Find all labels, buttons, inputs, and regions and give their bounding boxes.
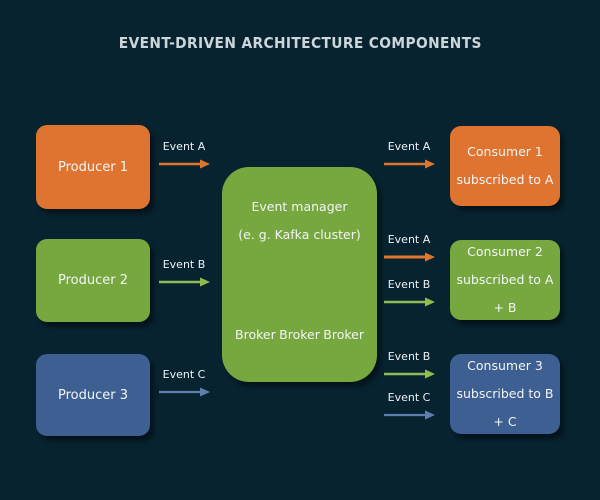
- arrow-producer1-eventA: Event A: [158, 140, 210, 170]
- arrow-eventA-icon: [384, 252, 435, 262]
- consumer-3-box: Consumer 3 subscribed to B + C: [450, 354, 560, 434]
- consumer-1-name: Consumer 1: [467, 144, 543, 159]
- arrow-label-eventA: Event A: [387, 233, 431, 246]
- event-manager-box: Event manager (e. g. Kafka cluster) Brok…: [222, 167, 377, 382]
- arrow-label-eventC: Event C: [162, 368, 206, 381]
- arrow-manager-consumer1-eventA: Event A: [383, 140, 435, 170]
- arrow-manager-consumer2-eventA: Event A: [383, 233, 435, 263]
- producer-1-box: Producer 1: [36, 125, 150, 209]
- arrow-label-eventB: Event B: [387, 278, 431, 291]
- event-manager-subtitle: (e. g. Kafka cluster): [238, 227, 361, 242]
- event-manager-title: Event manager: [251, 199, 348, 214]
- consumer-2-box: Consumer 2 subscribed to A + B: [450, 240, 560, 320]
- arrow-manager-consumer3-eventC: Event C: [383, 391, 435, 421]
- producer-1-label: Producer 1: [57, 159, 128, 175]
- consumer-2-subscription: subscribed to A + B: [456, 272, 554, 315]
- arrow-eventC-icon: [384, 410, 435, 420]
- producer-3-label: Producer 3: [57, 387, 128, 403]
- broker-3-label: Broker: [323, 327, 364, 342]
- consumer-2-name: Consumer 2: [467, 244, 543, 259]
- arrow-eventA-icon: [159, 159, 210, 169]
- arrow-label-eventB: Event B: [387, 350, 431, 363]
- arrow-eventA-icon: [384, 159, 435, 169]
- arrow-producer3-eventC: Event C: [158, 368, 210, 398]
- consumer-3-subscription: subscribed to B + C: [456, 386, 554, 429]
- producer-3-box: Producer 3: [36, 354, 150, 436]
- broker-row: Broker Broker Broker: [222, 327, 377, 342]
- producer-2-label: Producer 2: [57, 273, 128, 288]
- broker-2-label: Broker: [279, 327, 320, 342]
- arrow-label-eventB: Event B: [162, 258, 206, 271]
- arrow-eventB-icon: [159, 277, 210, 287]
- consumer-1-box: Consumer 1 subscribed to A: [450, 126, 560, 206]
- consumer-3-name: Consumer 3: [467, 358, 543, 373]
- arrow-label-eventC: Event C: [387, 391, 431, 404]
- diagram-title: EVENT-DRIVEN ARCHITECTURE COMPONENTS: [0, 34, 600, 52]
- arrow-eventC-icon: [159, 387, 210, 397]
- arrow-label-eventA: Event A: [162, 140, 206, 153]
- consumer-1-subscription: subscribed to A: [456, 172, 554, 187]
- arrow-label-eventA: Event A: [387, 140, 431, 153]
- arrow-eventB-icon: [384, 297, 435, 307]
- producer-2-box: Producer 2: [36, 239, 150, 322]
- broker-1-label: Broker: [235, 327, 276, 342]
- arrow-producer2-eventB: Event B: [158, 258, 210, 288]
- arrow-manager-consumer3-eventB: Event B: [383, 350, 435, 380]
- diagram-title-text: EVENT-DRIVEN ARCHITECTURE COMPONENTS: [118, 34, 482, 52]
- arrow-manager-consumer2-eventB: Event B: [383, 278, 435, 308]
- arrow-eventB-icon: [384, 369, 435, 379]
